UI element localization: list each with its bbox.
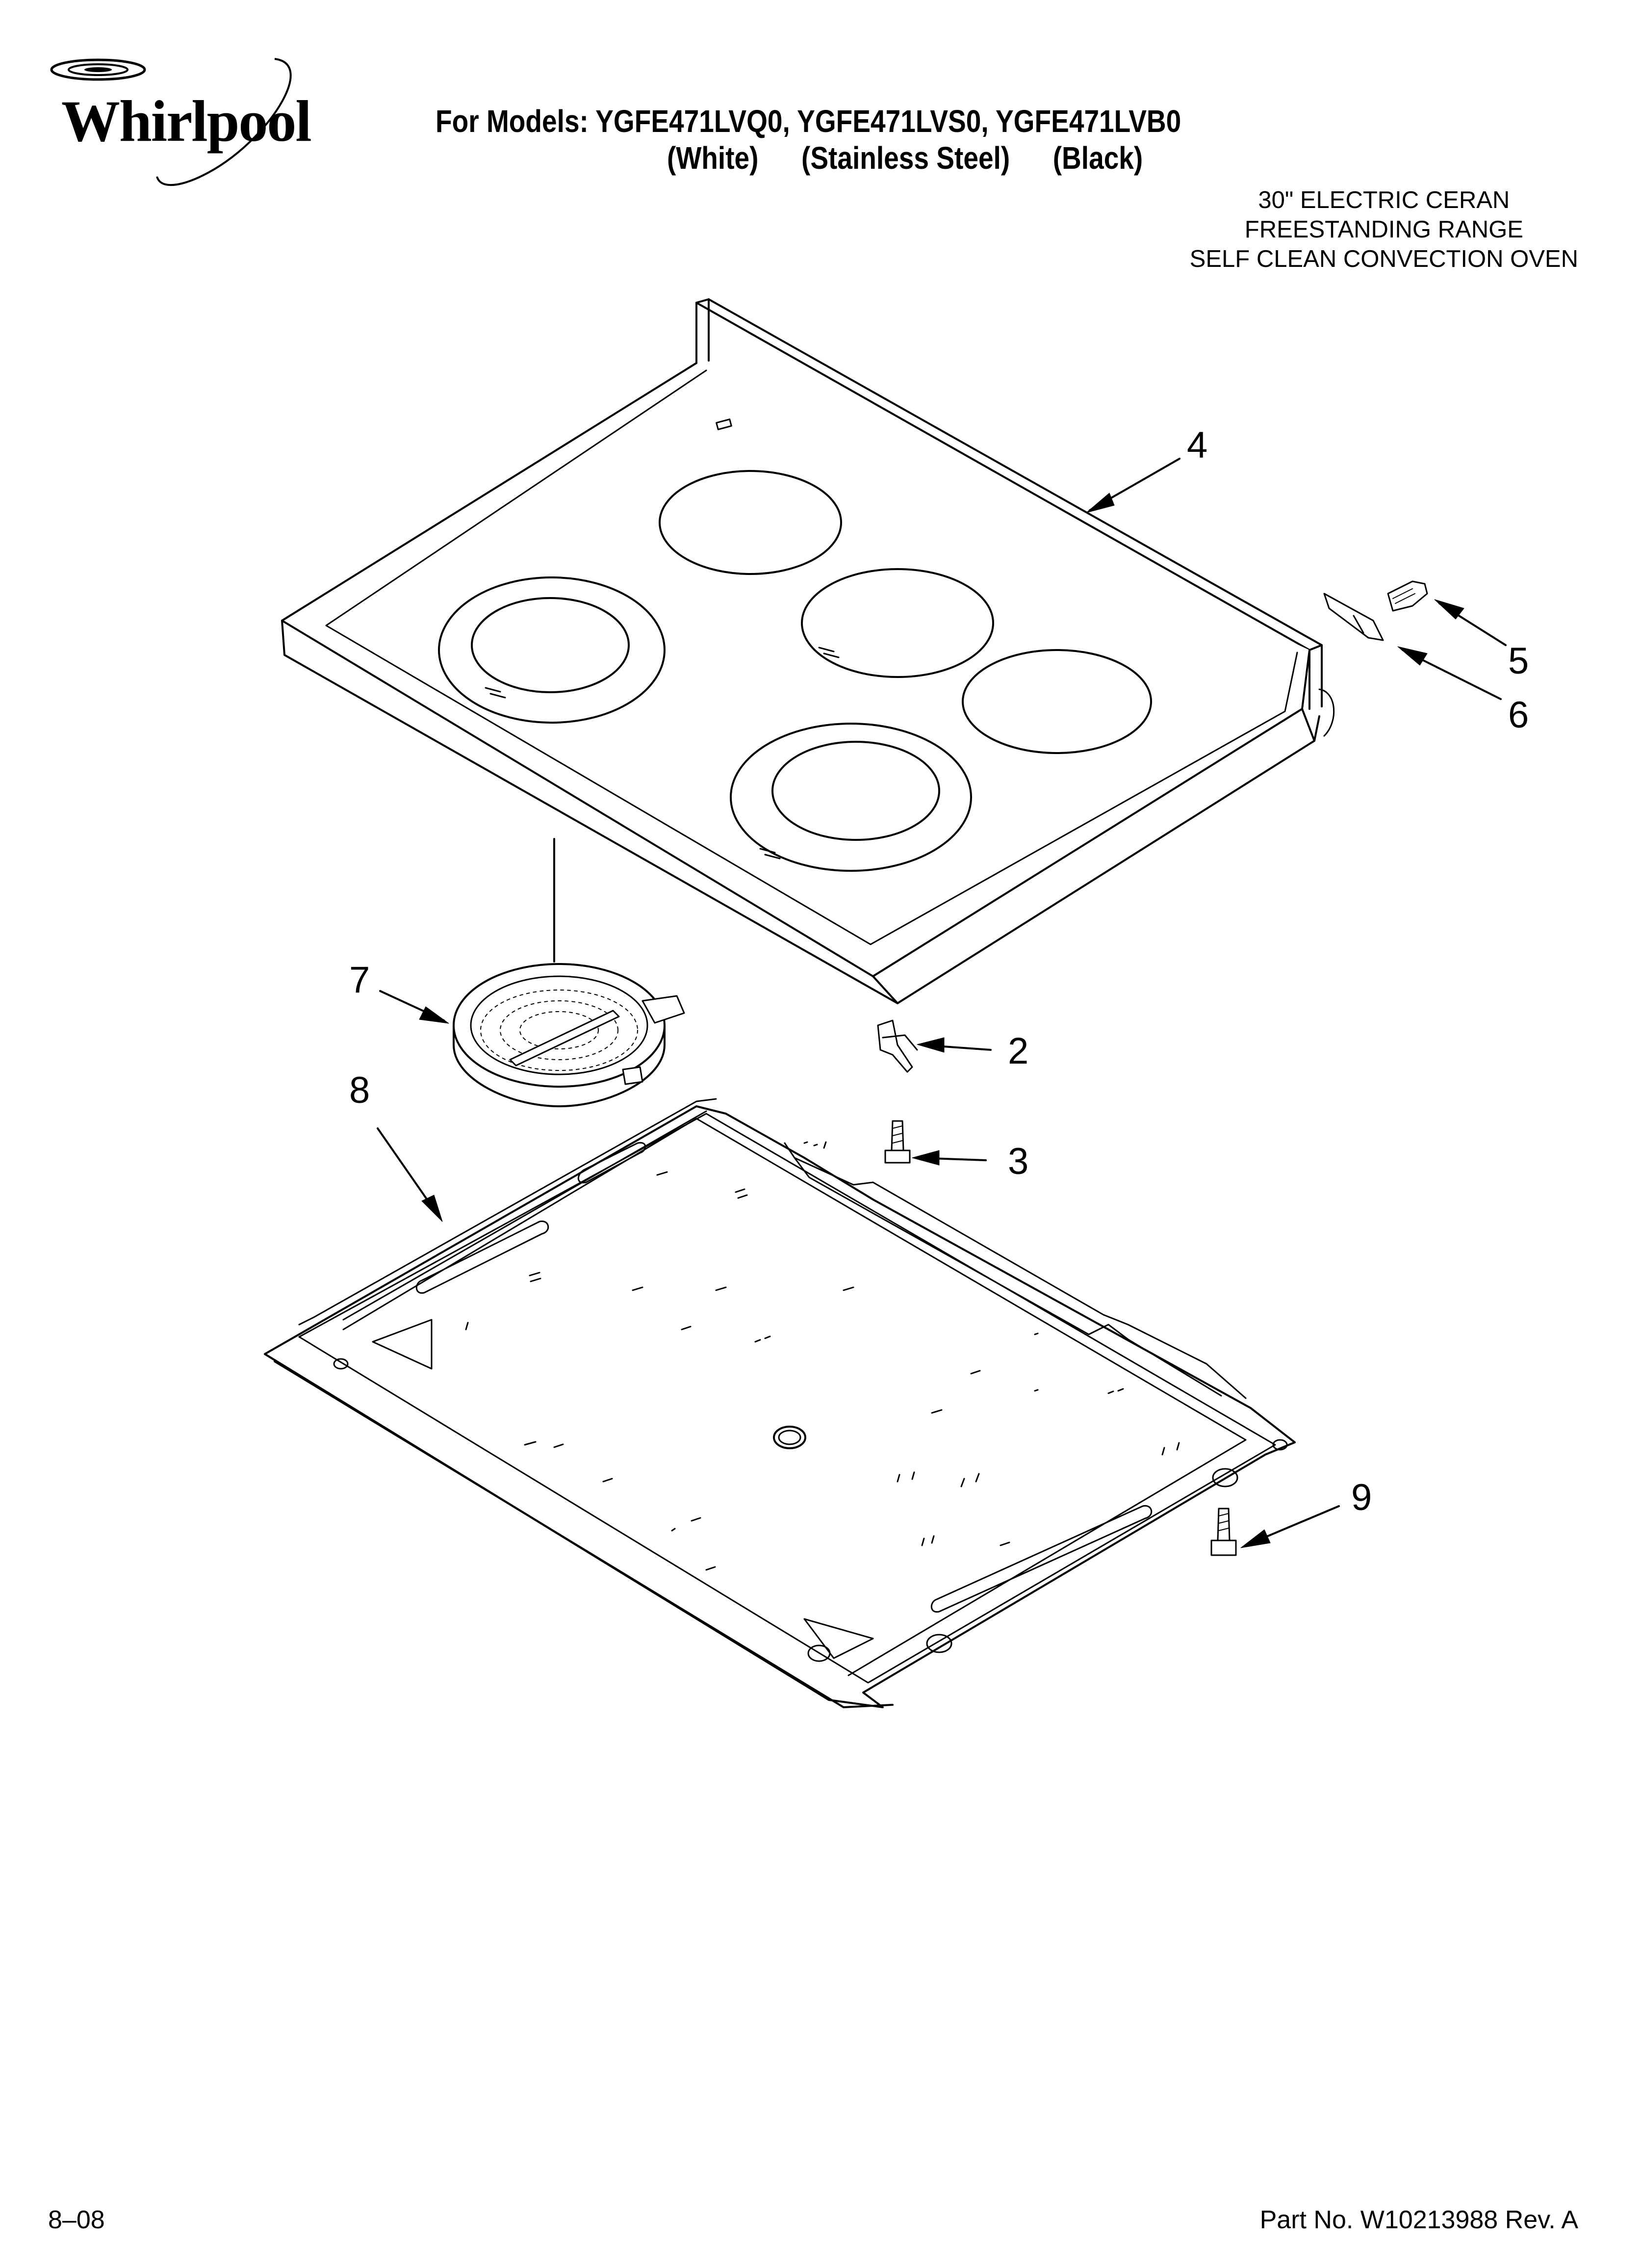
callout-6: 6 bbox=[1508, 694, 1529, 736]
callout-4: 4 bbox=[1187, 424, 1208, 466]
color-white: (White) bbox=[667, 140, 759, 176]
callout-5: 5 bbox=[1508, 640, 1529, 682]
model-colors: (White) (Stainless Steel) (Black) bbox=[667, 140, 1143, 176]
callout-7: 7 bbox=[349, 959, 370, 1001]
models-title: For Models: YGFE471LVQ0, YGFE471LVS0, YG… bbox=[436, 104, 1181, 139]
screw-part bbox=[884, 1120, 911, 1164]
part-number: Part No. W10213988 Rev. A bbox=[1259, 2206, 1578, 2234]
surface-element-part bbox=[453, 963, 685, 1107]
color-black: (Black) bbox=[1052, 140, 1143, 176]
date-code: 8–08 bbox=[48, 2206, 105, 2234]
description-line: FREESTANDING RANGE bbox=[1244, 216, 1523, 243]
product-description: 30" ELECTRIC CERAN FREESTANDING RANGE SE… bbox=[1190, 185, 1578, 274]
whirlpool-swirl-icon bbox=[50, 58, 292, 186]
bracket-screw-part bbox=[1323, 580, 1428, 641]
description-line: 30" ELECTRIC CERAN bbox=[1258, 187, 1510, 213]
cooktop-part bbox=[281, 298, 1335, 1004]
callout-8: 8 bbox=[349, 1069, 370, 1111]
screw-part-9 bbox=[1210, 1508, 1237, 1556]
color-stainless: (Stainless Steel) bbox=[801, 140, 1010, 176]
callout-3: 3 bbox=[1008, 1141, 1029, 1182]
whirlpool-logo: Whirlpool bbox=[39, 54, 334, 201]
burner-box-part bbox=[264, 1098, 1296, 1708]
clip-part bbox=[877, 1019, 918, 1073]
logo-wordmark: Whirlpool bbox=[61, 88, 312, 154]
callout-9: 9 bbox=[1351, 1477, 1372, 1518]
callout-2: 2 bbox=[1008, 1030, 1029, 1072]
description-line: SELF CLEAN CONVECTION OVEN bbox=[1189, 246, 1578, 272]
